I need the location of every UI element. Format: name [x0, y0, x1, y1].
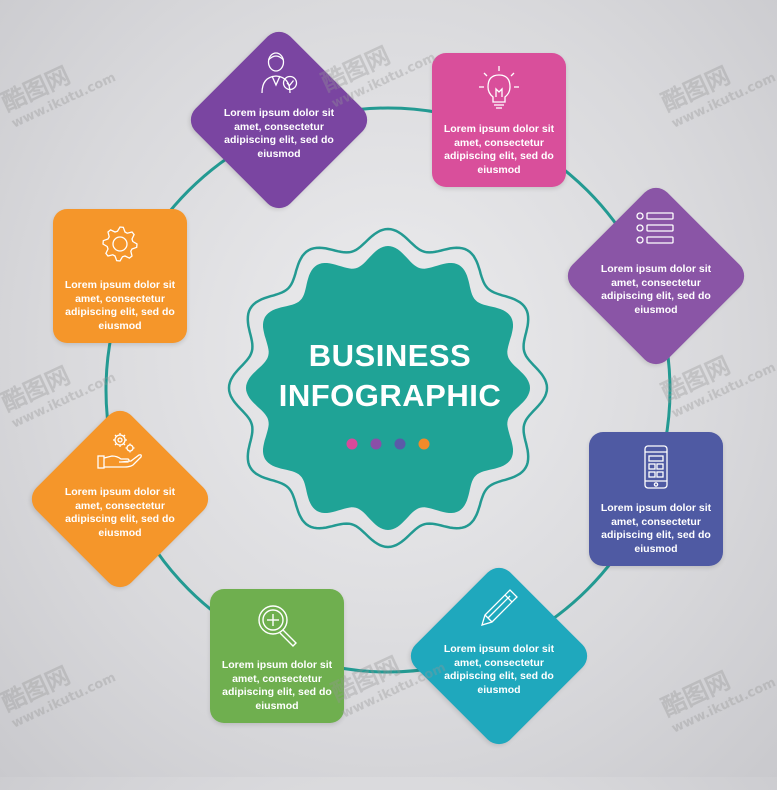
- badge-outline: [227, 227, 549, 549]
- connector-ring: [104, 106, 672, 674]
- card-lightbulb: Lorem ipsum dolor sit amet, consectetur …: [432, 53, 566, 187]
- lightbulb-icon: [479, 66, 519, 109]
- gear-icon: [102, 226, 138, 262]
- businessman-check-icon: [261, 52, 298, 94]
- card-smartphone: Lorem ipsum dolor sit amet, consectetur …: [589, 432, 723, 566]
- card-magnifier: Lorem ipsum dolor sit amet, consectetur …: [210, 589, 344, 723]
- card-pencil: Lorem ipsum dolor sit amet, consectetur …: [404, 561, 594, 751]
- card-text: Lorem ipsum dolor sit amet, consectetur …: [64, 279, 176, 332]
- card-businessman: Lorem ipsum dolor sit amet, consectetur …: [184, 25, 374, 215]
- card-text: Lorem ipsum dolor sit amet, consectetur …: [443, 643, 555, 696]
- center-title: BUSINESS INFOGRAPHIC: [240, 336, 540, 416]
- title-line-2: INFOGRAPHIC: [278, 378, 502, 413]
- card-hand-gears: Lorem ipsum dolor sit amet, consectetur …: [25, 404, 215, 594]
- card-text: Lorem ipsum dolor sit amet, consectetur …: [223, 107, 335, 160]
- magnifier-plus-icon: [258, 605, 297, 647]
- hand-gears-icon: [97, 432, 142, 469]
- center-badge: [246, 246, 530, 530]
- card-text: Lorem ipsum dolor sit amet, consectetur …: [600, 263, 712, 316]
- card-text: Lorem ipsum dolor sit amet, consectetur …: [600, 502, 712, 555]
- card-text: Lorem ipsum dolor sit amet, consectetur …: [443, 123, 555, 176]
- pencil-icon: [481, 589, 518, 626]
- list-icon: [636, 212, 674, 244]
- card-text: Lorem ipsum dolor sit amet, consectetur …: [221, 659, 333, 712]
- card-gear: Lorem ipsum dolor sit amet, consectetur …: [53, 209, 187, 343]
- smartphone-icon: [644, 445, 668, 489]
- card-list: Lorem ipsum dolor sit amet, consectetur …: [561, 181, 751, 371]
- card-text: Lorem ipsum dolor sit amet, consectetur …: [64, 486, 176, 539]
- title-line-1: BUSINESS: [308, 338, 472, 373]
